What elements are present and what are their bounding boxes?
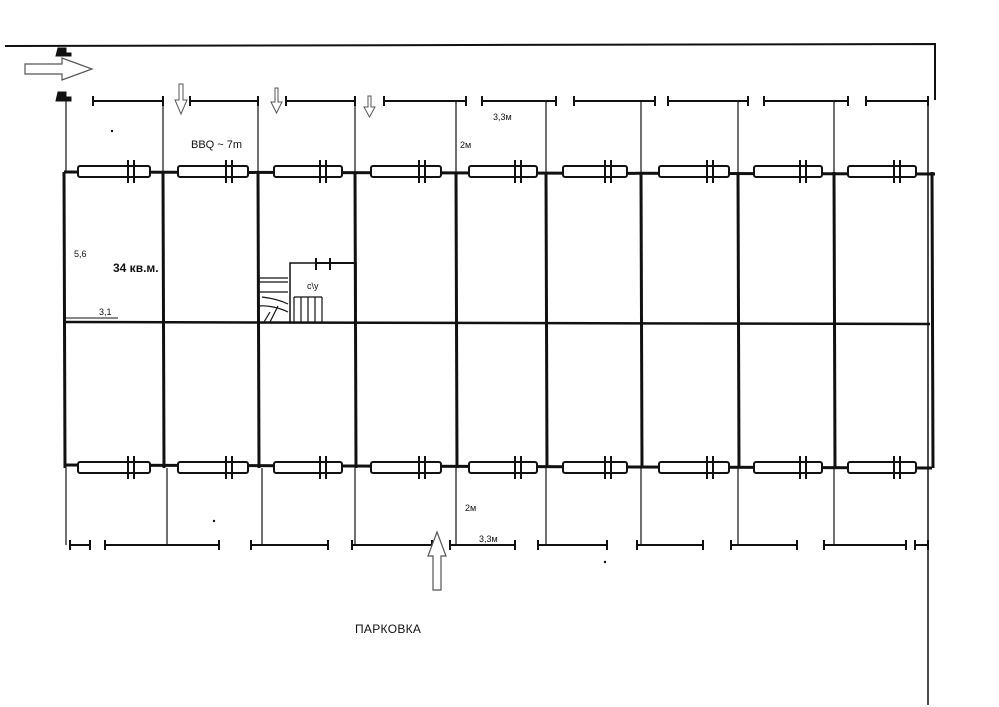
fence-segment xyxy=(69,540,91,550)
window-sash xyxy=(706,160,714,183)
arrow-down-icon xyxy=(174,83,188,116)
fence-segment xyxy=(730,540,798,550)
terrace-width-bottom-label: 3,3м xyxy=(479,534,498,544)
terrace-depth-bottom-label: 2м xyxy=(465,503,477,513)
window-sash xyxy=(706,456,714,479)
mark-dot xyxy=(212,519,216,523)
unit-width-label: 3,1 xyxy=(99,307,112,317)
window xyxy=(273,461,343,474)
windows xyxy=(77,160,917,479)
window-sash xyxy=(514,160,522,183)
window-sash xyxy=(225,456,233,479)
window-sash xyxy=(799,456,807,479)
terrace-depth-top-label: 2м xyxy=(460,140,472,150)
fence-segment xyxy=(573,96,656,106)
building-outline xyxy=(63,170,936,470)
fence-segment xyxy=(537,540,608,550)
fence-segment xyxy=(189,96,259,106)
window-sash xyxy=(893,160,901,183)
window-sash xyxy=(127,160,135,183)
partition-wall xyxy=(544,171,549,469)
unit-partition-walls xyxy=(62,171,935,469)
fence-segment xyxy=(481,96,557,106)
window-sash xyxy=(604,456,612,479)
window-sash xyxy=(418,456,426,479)
parking-label: ПАРКОВКА xyxy=(355,622,422,636)
window-sash xyxy=(225,160,233,183)
window-sash xyxy=(604,160,612,183)
unit-height-label: 5,6 xyxy=(74,249,87,259)
window xyxy=(658,165,730,178)
partition-wall xyxy=(161,171,166,469)
partition-wall xyxy=(930,171,935,469)
window-sash xyxy=(799,160,807,183)
bathroom-label: с\у xyxy=(307,281,319,291)
window xyxy=(77,165,151,178)
fence-segment xyxy=(763,96,849,106)
fence-segment xyxy=(865,96,929,106)
partition-wall xyxy=(639,171,644,469)
arrow-down-icon xyxy=(363,95,376,119)
arrow-up-icon xyxy=(427,530,447,591)
window-sash xyxy=(514,456,522,479)
window xyxy=(847,165,917,178)
partition-wall xyxy=(832,171,837,469)
mark-dot xyxy=(603,560,607,564)
staircase-icon xyxy=(258,277,323,323)
fence-segment xyxy=(449,540,516,550)
window xyxy=(77,461,151,474)
partition-wall xyxy=(256,171,261,469)
window xyxy=(468,461,538,474)
top-terrace-fence xyxy=(65,96,929,172)
partition-wall xyxy=(62,171,67,469)
bbq-label: BBQ ~ 7m xyxy=(191,139,243,151)
fence-segment xyxy=(823,540,907,550)
fence-segment xyxy=(104,540,220,550)
window xyxy=(658,461,730,474)
fence-segment xyxy=(914,540,929,550)
fence-segment xyxy=(250,540,329,550)
entry-gate xyxy=(55,47,72,102)
window xyxy=(562,165,628,178)
window xyxy=(177,165,249,178)
fence-segment xyxy=(92,96,164,106)
window xyxy=(753,461,823,474)
window xyxy=(562,461,628,474)
bottom-terrace-fence xyxy=(65,468,929,550)
unit-area-label: 34 кв.м. xyxy=(113,261,159,275)
window xyxy=(273,165,343,178)
window xyxy=(847,461,917,474)
window xyxy=(753,165,823,178)
fence-segment xyxy=(285,96,356,106)
window xyxy=(370,165,442,178)
window-sash xyxy=(418,160,426,183)
window-sash xyxy=(893,456,901,479)
window xyxy=(177,461,249,474)
fence-segment xyxy=(667,96,749,106)
mark-dot xyxy=(110,129,114,133)
window xyxy=(370,461,442,474)
partition-wall xyxy=(736,171,741,469)
site-boundary xyxy=(4,42,936,705)
window-sash xyxy=(127,456,135,479)
fence-segment xyxy=(351,540,433,550)
fence-segment xyxy=(636,540,704,550)
arrow-down-icon xyxy=(270,87,283,115)
terrace-width-top-label: 3,3м xyxy=(493,112,512,122)
bathroom-block xyxy=(289,258,357,322)
arrow-right-icon xyxy=(24,57,94,81)
fence-segment xyxy=(383,96,467,106)
window-sash xyxy=(319,456,327,479)
window-sash xyxy=(319,160,327,183)
window xyxy=(468,165,538,178)
partition-wall xyxy=(454,171,459,469)
